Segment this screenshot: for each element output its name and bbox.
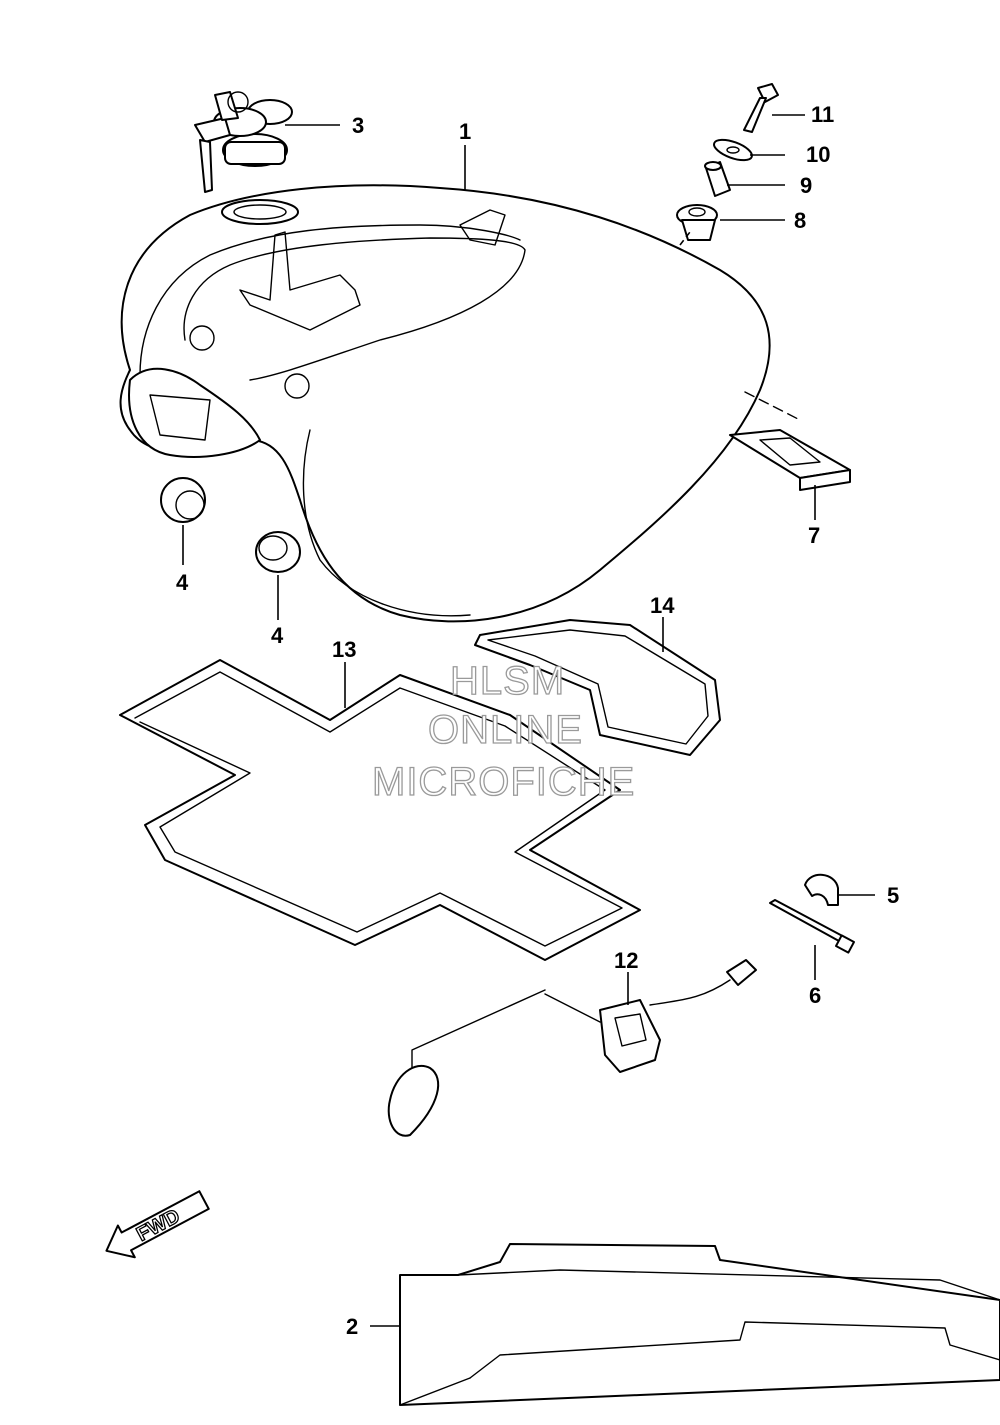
callout-9: 9 (800, 173, 812, 198)
part-4-grommet-a (160, 477, 206, 523)
leader-lines (182, 114, 875, 1327)
callout-4a: 4 (176, 570, 189, 595)
part-13-pad (119, 659, 641, 961)
callout-11: 11 (811, 102, 834, 127)
fwd-arrow-label: FWD (133, 1205, 184, 1246)
callout-13: 13 (332, 637, 356, 662)
callout-12: 12 (614, 948, 638, 973)
watermark-line-2: ONLINE (428, 708, 583, 752)
watermark-line-3: MICROFICHE (372, 760, 635, 804)
part-14-cushion (474, 619, 721, 756)
part-7-mount-pad (729, 391, 851, 491)
callout-labels: 1 2 3 4 4 5 6 7 8 9 10 11 12 13 14 (176, 102, 899, 1339)
part-3-fuel-cap (194, 91, 293, 193)
callout-4b: 4 (271, 623, 284, 648)
callout-1: 1 (459, 119, 471, 144)
callout-2: 2 (346, 1314, 358, 1339)
watermark: HLSM ONLINE MICROFICHE (371, 658, 635, 804)
part-4-grommet-b (255, 531, 301, 573)
callout-3: 3 (352, 113, 364, 138)
part-1-fuel-tank (119, 184, 771, 623)
watermark-line-1: HLSM (450, 659, 565, 703)
fwd-direction-arrow: FWD (105, 1190, 210, 1259)
part-11-bolt (743, 83, 779, 133)
callout-8: 8 (794, 208, 806, 233)
part-9-collar (704, 161, 731, 197)
callout-10: 10 (806, 142, 830, 167)
callout-14: 14 (650, 593, 675, 618)
part-10-washer (713, 138, 753, 162)
part-2-side-plate (399, 1243, 1000, 1406)
callout-5: 5 (887, 883, 899, 908)
part-8-cushion (676, 204, 718, 241)
callout-7: 7 (808, 523, 820, 548)
part-6-tie-band (769, 899, 855, 954)
callout-6: 6 (809, 983, 821, 1008)
part-5-clamp (804, 873, 839, 906)
part-12-fuel-gauge (387, 959, 757, 1137)
